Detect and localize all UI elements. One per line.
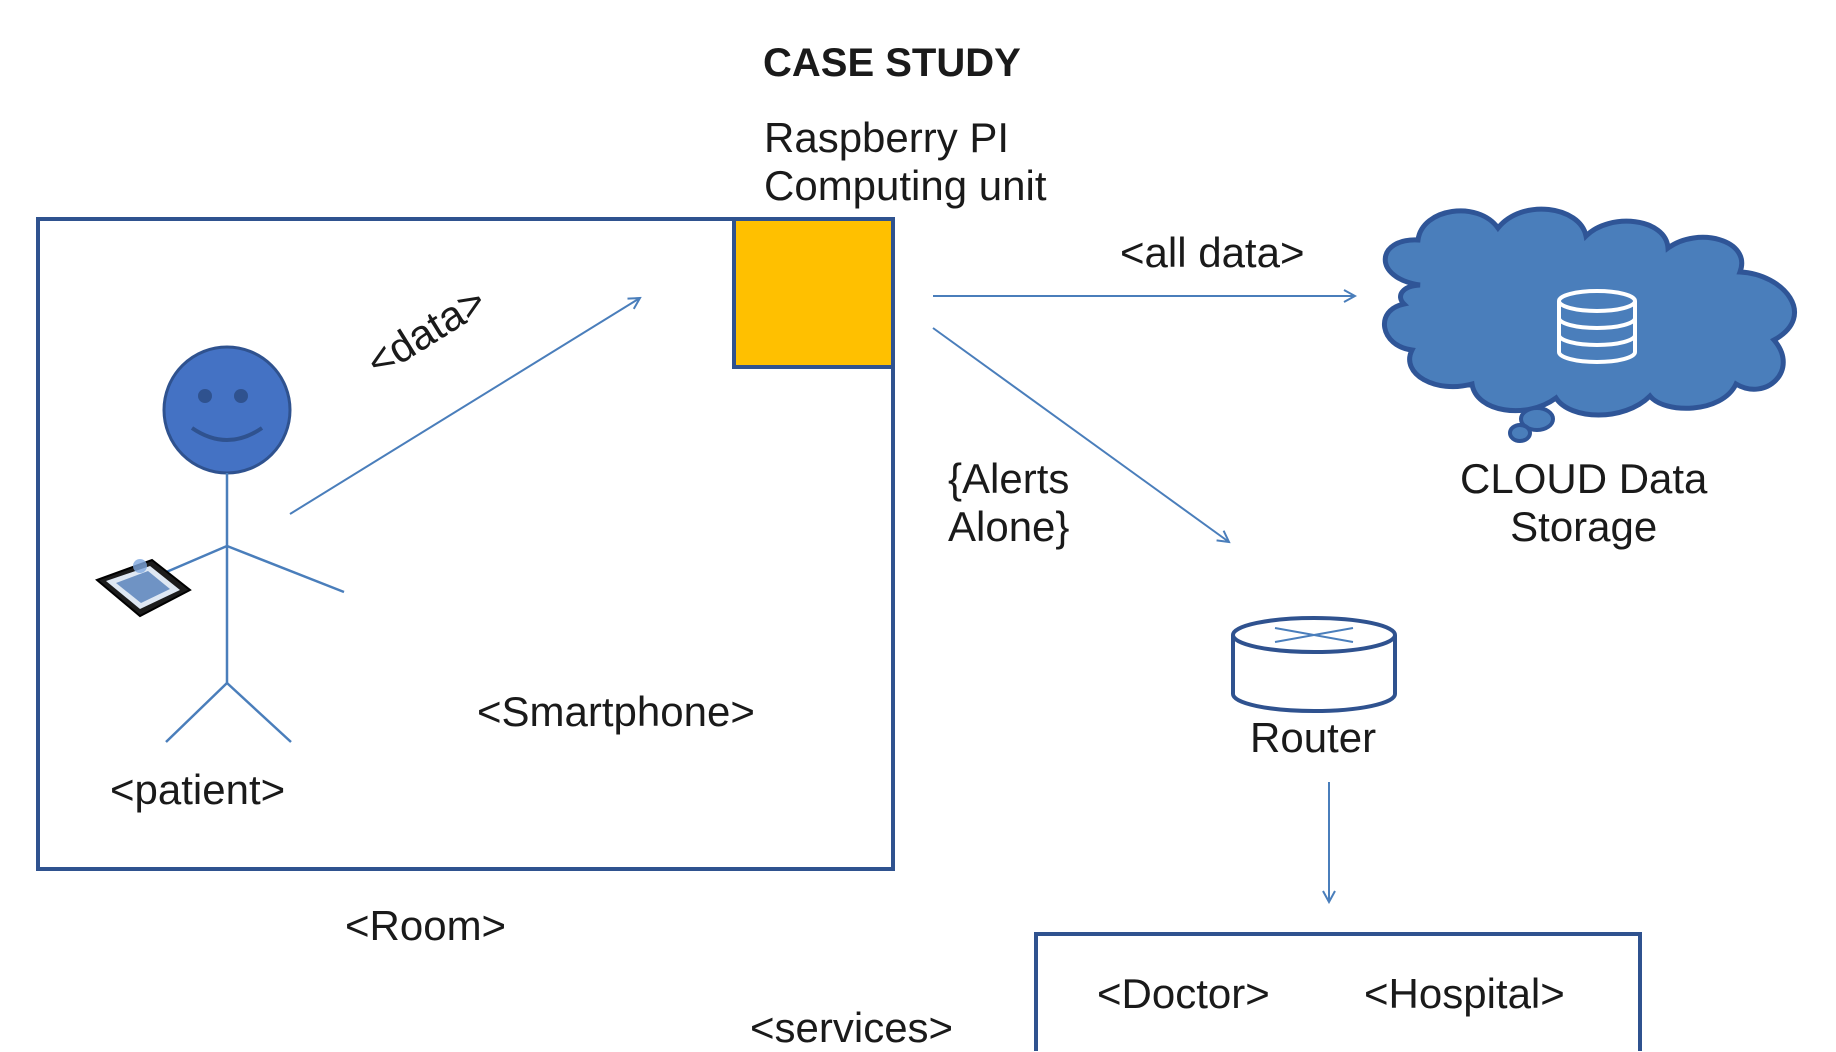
alerts-label: {Alerts Alone} <box>948 455 1069 552</box>
router-label: Router <box>1250 714 1377 761</box>
cloud-line1: CLOUD Data <box>1460 455 1708 502</box>
hospital-label: <Hospital> <box>1364 970 1565 1017</box>
alerts-line1: {Alerts <box>948 455 1070 502</box>
patient-label: <patient> <box>110 766 286 813</box>
computing-unit-label: Raspberry PI Computing unit <box>764 114 1047 211</box>
cloud-label: CLOUD Data Storage <box>1460 455 1707 552</box>
all-data-label: <all data> <box>1120 229 1305 276</box>
cloud-icon <box>1382 206 1797 443</box>
room-box <box>36 217 895 871</box>
computing-unit-box <box>732 217 895 369</box>
cloud-line2: Storage <box>1510 503 1658 551</box>
services-label: <services> <box>750 1004 954 1051</box>
data-edge <box>289 298 640 515</box>
alerts-line2: Alone} <box>948 503 1070 551</box>
patient-figure <box>149 345 345 743</box>
computing-unit-line2: Computing unit <box>764 162 1047 210</box>
router-icon <box>1231 616 1397 713</box>
database-icon <box>1557 289 1637 364</box>
smiley-face-icon <box>162 345 292 475</box>
services-box <box>1034 932 1642 1051</box>
smartphone-label: <Smartphone> <box>477 688 755 735</box>
diagram-title: CASE STUDY <box>763 41 1021 85</box>
doctor-label: <Doctor> <box>1097 970 1270 1017</box>
smartphone-icon <box>95 558 192 618</box>
room-label: <Room> <box>345 902 507 949</box>
alerts-edge <box>932 327 1229 542</box>
computing-unit-line1: Raspberry PI <box>764 114 1010 161</box>
